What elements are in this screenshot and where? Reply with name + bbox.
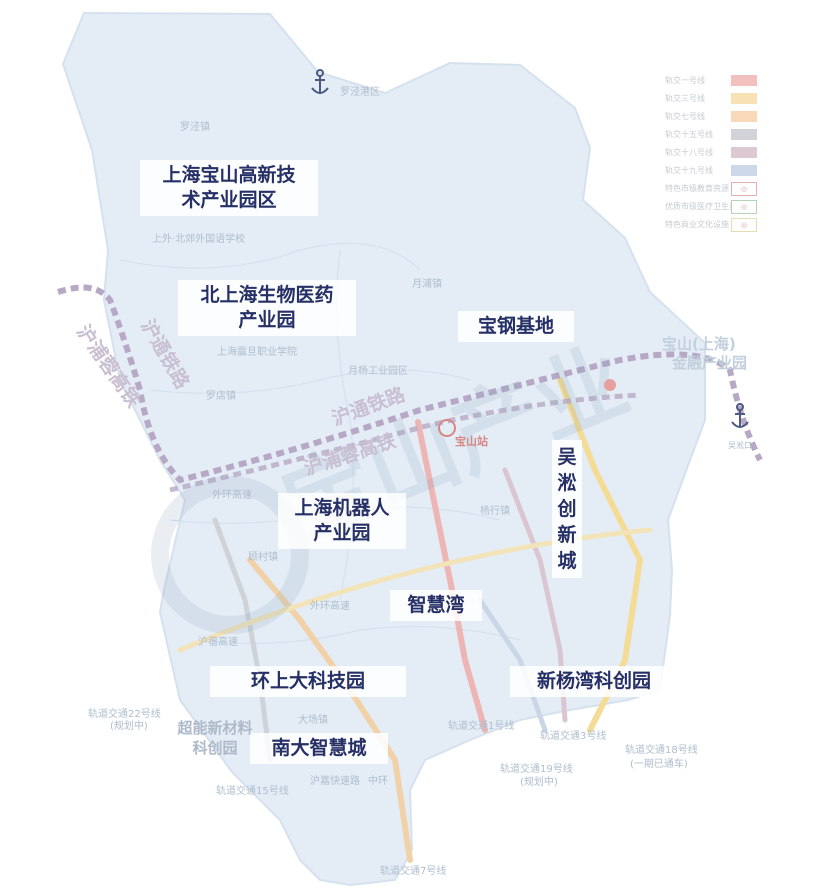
legend-swatch — [731, 129, 757, 140]
place-label: 罗店镇 — [206, 391, 236, 402]
park-name-char: 新 — [557, 524, 577, 546]
legend-label: 轨交十八号线 — [665, 148, 713, 157]
place-label: 外环高速 — [212, 490, 252, 501]
park-wusong: 吴淞创新城 — [552, 440, 582, 578]
legend-item: 特色商业文化设施◎ — [635, 216, 763, 234]
park-name-char: 淞 — [557, 472, 577, 494]
line-label: 轨道交通1号线 — [448, 721, 515, 732]
map-legend: 轨交一号线轨交三号线轨交七号线轨交十五号线轨交十八号线轨交十九号线特色市级教育资… — [635, 72, 763, 234]
park-name-line: 北上海生物医药 — [200, 284, 334, 306]
legend-label: 轨交三号线 — [665, 94, 705, 103]
place-label: 外环高速 — [310, 601, 350, 612]
line-label: (一期已通车) — [630, 759, 688, 770]
park-name-line: 术产业园区 — [181, 189, 277, 211]
legend-swatch — [731, 93, 757, 104]
legend-item: 轨交七号线 — [635, 108, 763, 126]
park-name-line: 环上大科技园 — [250, 670, 365, 692]
park-bio-medical: 北上海生物医药 产业园 — [178, 280, 356, 336]
legend-label: 特色市级教育资源 — [665, 184, 729, 193]
park-gaoxin: 上海宝山高新技 术产业园区 — [140, 160, 318, 216]
line-label: 轨道交通15号线 — [216, 786, 289, 797]
line-label: 轨道交通3号线 — [540, 731, 607, 742]
park-zhihuiwan: 智慧湾 — [390, 590, 482, 621]
park-nanda: 南大智慧城 — [250, 733, 388, 764]
place-label: 中环 — [368, 776, 388, 787]
place-label: 沪蓿高速 — [198, 637, 238, 648]
place-label: 杨行镇 — [480, 506, 510, 517]
park-baogang: 宝钢基地 — [458, 311, 574, 342]
place-label: 月杨工业园区 — [348, 366, 408, 377]
line-label: 轨道交通19号线 — [500, 764, 573, 775]
park-name-line: 产业园 — [238, 309, 296, 331]
park-name-line: 智慧湾 — [407, 594, 465, 616]
anchor-icon — [311, 69, 329, 94]
legend-label: 优质市级医疗卫生资源 — [665, 202, 745, 211]
line-label: 轨道交通18号线 — [625, 745, 698, 756]
line-label: 轨道交通22号线 — [88, 709, 161, 720]
line-1 — [415, 419, 488, 733]
legend-label: 特色商业文化设施 — [665, 220, 729, 229]
legend-item: 轨交十八号线 — [635, 144, 763, 162]
place-label: 金融产业园 — [672, 354, 748, 372]
legend-item: 特色市级教育资源◎ — [635, 180, 763, 198]
park-name-char: 创 — [557, 498, 577, 520]
place-label: 上海震旦职业学院 — [217, 347, 297, 358]
place-label: 沪嘉快速路 — [310, 776, 360, 787]
legend-poi-icon: ◎ — [731, 182, 757, 196]
legend-poi-icon: ◎ — [731, 218, 757, 232]
legend-poi-icon: ◎ — [731, 200, 757, 214]
line-label: (规划中) — [520, 777, 558, 788]
station-marker — [438, 379, 616, 437]
legend-label: 轨交十九号线 — [665, 166, 713, 175]
park-name-line: 新杨湾科创园 — [536, 670, 651, 692]
anchor-icon — [731, 403, 749, 428]
park-name-line: 产业园 — [313, 522, 371, 544]
place-label: 宝山站 — [455, 435, 488, 448]
legend-label: 轨交十五号线 — [665, 130, 713, 139]
line-label: 轨道交通7号线 — [380, 866, 447, 877]
park-name-char: 吴 — [557, 446, 577, 468]
legend-swatch — [731, 111, 757, 122]
park-huanshangda: 环上大科技园 — [210, 666, 406, 697]
park-name-line: 南大智慧城 — [271, 737, 367, 759]
legend-item: 轨交十五号线 — [635, 126, 763, 144]
place-label: 顾村镇 — [248, 552, 278, 563]
park-robot: 上海机器人 产业园 — [278, 493, 406, 549]
legend-swatch — [731, 147, 757, 158]
place-label: 月浦镇 — [412, 279, 442, 290]
legend-item: 轨交三号线 — [635, 90, 763, 108]
legend-label: 轨交一号线 — [665, 76, 705, 85]
legend-swatch — [731, 165, 757, 176]
line-15 — [212, 517, 273, 763]
legend-swatch — [731, 75, 757, 86]
place-label: 吴淞口 — [728, 441, 752, 450]
place-label: 罗泾镇 — [180, 122, 210, 133]
line-19 — [477, 597, 548, 733]
line-label: (规划中) — [110, 721, 148, 732]
legend-label: 轨交七号线 — [665, 112, 705, 121]
place-label: 大场镇 — [298, 715, 328, 726]
park-name-line: 宝钢基地 — [477, 315, 554, 337]
legend-item: 轨交一号线 — [635, 72, 763, 90]
park-name-line: 上海机器人 — [294, 497, 390, 519]
park-chaoneng: 超能新材料 科创园 — [160, 718, 270, 758]
place-label: 上外·北郊外国语学校 — [152, 234, 246, 245]
park-name-line: 上海宝山高新技 — [162, 164, 296, 186]
place-label: 宝山(上海) — [662, 335, 736, 353]
park-xinyangwan: 新杨湾科创园 — [510, 666, 678, 697]
place-label: 罗泾港区 — [340, 87, 380, 98]
park-name-char: 城 — [557, 550, 577, 572]
legend-item: 优质市级医疗卫生资源◎ — [635, 198, 763, 216]
railway-routes — [57, 284, 763, 493]
park-name-line: 超能新材料 — [177, 719, 253, 737]
legend-item: 轨交十九号线 — [635, 162, 763, 180]
park-name-line: 科创园 — [192, 739, 238, 757]
